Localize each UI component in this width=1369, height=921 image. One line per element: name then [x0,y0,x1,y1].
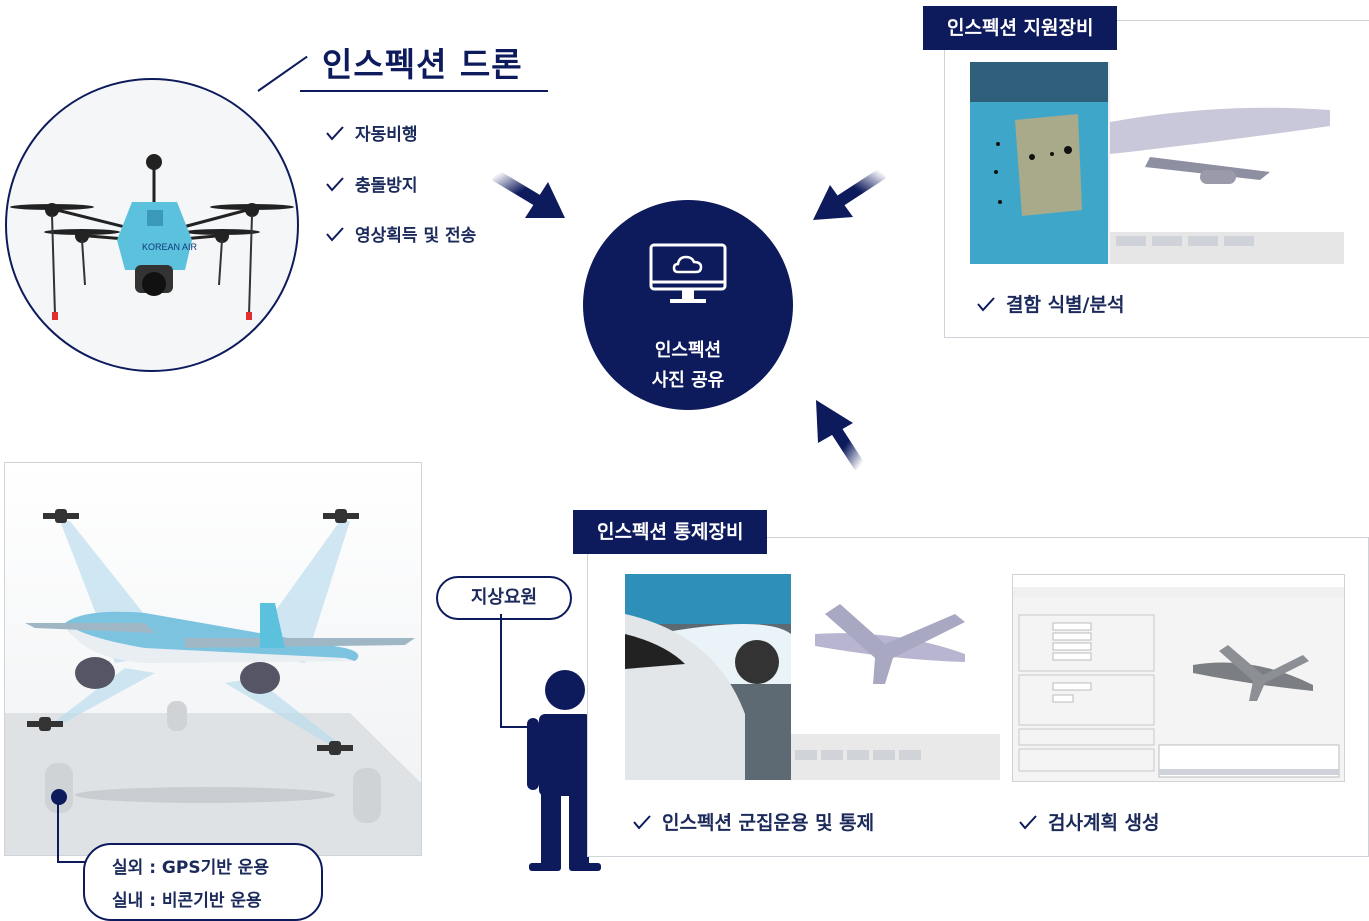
title-underline [300,90,548,92]
control-feature-2: 검사계획 생성 [1018,808,1160,835]
operation-leader-line [57,790,87,863]
outdoor-operation-text: 실외 : GPS기반 운용 [112,858,270,878]
drone-feature-3: 영상획득 및 전송 [325,221,476,246]
control-equipment-tag: 인스펙션 통제장비 [573,510,768,554]
control-feature-1: 인스펙션 군집운용 및 통제 [632,808,874,835]
drone-feature-2: 충돌방지 [325,171,418,196]
drone-feature-1: 자동비행 [325,120,418,145]
check-icon [326,125,344,141]
drone-title: 인스펙션 드론 [322,45,523,84]
swarm-control-screenshot [625,574,1000,780]
ground-staff-label: 지상요원 [436,576,572,620]
drone-markers [27,509,359,755]
operation-callout [83,843,323,921]
hub-text-line1: 인스펙션 [654,340,722,361]
hub-text-line2: 사진 공유 [651,370,725,391]
korean-air-logo-text: KOREAN AIR [142,242,198,252]
defect-analysis-screenshot [970,62,1344,264]
indoor-operation-text: 실내 : 비콘기반 운용 [112,891,262,911]
support-feature: 결함 식별/분석 [976,290,1124,317]
check-icon [326,226,344,242]
arrow-from-control-icon [816,400,866,471]
support-equipment-tag: 인스펙션 지원장비 [923,6,1118,50]
check-icon [1019,814,1037,830]
drone-illustration: KOREAN AIR [10,154,294,320]
cloud-monitor-icon [649,243,727,303]
defect-analysis-illustration [970,62,1344,264]
hangar-illustration [5,509,421,855]
check-icon [326,176,344,192]
drone-photo: KOREAN AIR [5,78,299,372]
inspection-plan-screenshot [1012,574,1345,782]
title-leader-line [257,55,308,92]
photo-share-hub [583,200,793,410]
staff-leader-line [500,614,536,728]
inspection-plan-illustration [1013,575,1344,778]
hangar-scene [4,462,422,856]
swarm-control-illustration [625,574,1000,780]
arrow-from-drone-icon [491,169,565,218]
check-icon [977,296,995,312]
arrow-from-support-icon [813,167,887,220]
check-icon [633,814,651,830]
